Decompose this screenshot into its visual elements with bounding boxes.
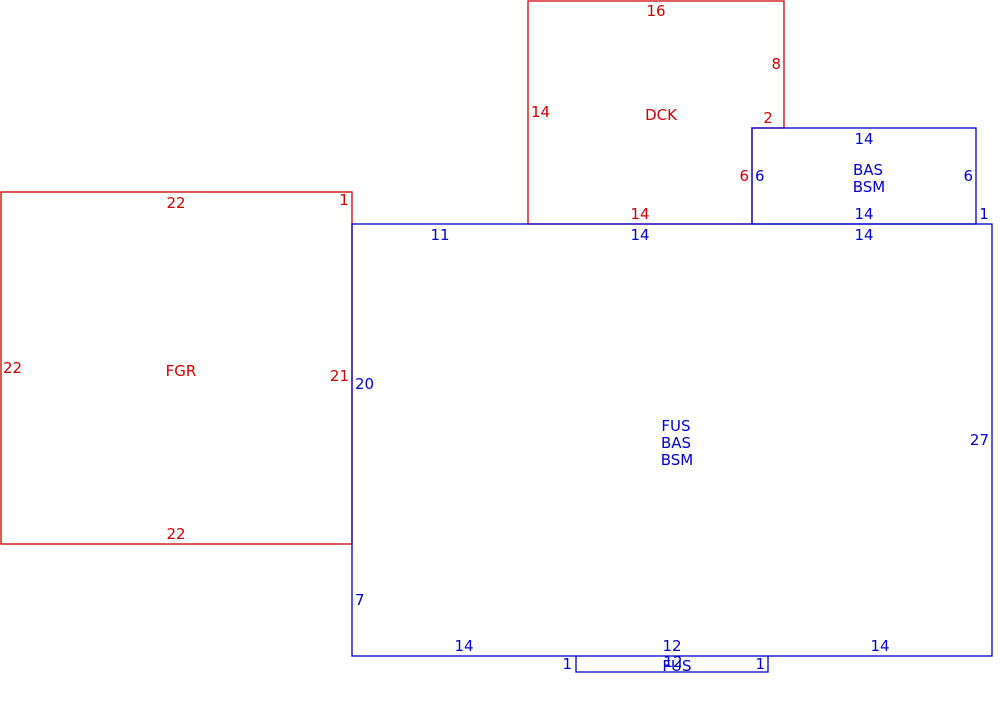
deck-dim-bottom: 14 — [630, 205, 649, 223]
garage-dim-bottom: 22 — [166, 525, 185, 543]
main-house-outline — [351, 223, 993, 657]
rear-addition-dim-left: 6 — [755, 167, 765, 185]
main-house-label-line-2: BAS — [661, 434, 691, 452]
deck-dim-step: 2 — [763, 109, 773, 127]
deck-area: DCK 16 8 2 14 6 14 — [527, 0, 785, 225]
main-house-dim-bottom-middle: 12 — [662, 637, 681, 655]
main-house-dim-top-middle: 14 — [630, 226, 649, 244]
rear-addition-dim-right: 6 — [963, 167, 973, 185]
deck-label: DCK — [645, 106, 678, 124]
garage-dim-left: 22 — [3, 359, 22, 377]
main-house-dim-top-left: 11 — [430, 226, 449, 244]
bay-dim-left: 1 — [562, 655, 572, 673]
garage-area: FGR 22 1 22 21 22 — [0, 191, 353, 545]
rear-addition-label-line-1: BAS — [853, 161, 883, 179]
main-house-area: FUS BAS BSM 11 14 14 20 7 27 14 12 14 — [351, 223, 993, 657]
garage-dim-top-right: 1 — [339, 191, 349, 209]
rear-addition-dim-ledge: 1 — [979, 205, 989, 223]
garage-dim-right: 21 — [330, 367, 349, 385]
garage-dim-top: 22 — [166, 194, 185, 212]
main-house-label-line-1: FUS — [661, 417, 690, 435]
bay-label: FUS — [662, 657, 691, 675]
bay-dim-bottom: 12 — [663, 653, 682, 671]
main-house-dim-left-lower: 7 — [355, 591, 365, 609]
rear-addition-outline — [751, 127, 977, 225]
rear-addition-dim-top: 14 — [854, 130, 873, 148]
rear-addition-dim-bottom: 14 — [854, 205, 873, 223]
deck-dim-top: 16 — [646, 2, 665, 20]
garage-label: FGR — [166, 362, 197, 380]
main-house-dim-bottom-left: 14 — [454, 637, 473, 655]
deck-dim-upper-right: 8 — [771, 55, 781, 73]
main-house-dim-top-right: 14 — [854, 226, 873, 244]
bay-area: FUS 12 1 1 — [562, 653, 769, 675]
bay-outline — [575, 656, 769, 673]
rear-addition-area: BAS BSM 14 6 6 14 1 — [751, 127, 989, 225]
deck-dim-left: 14 — [531, 103, 550, 121]
main-house-label-line-3: BSM — [661, 451, 694, 469]
main-house-dim-left-upper: 20 — [355, 375, 374, 393]
rear-addition-label-line-2: BSM — [853, 178, 886, 196]
bay-dim-right: 1 — [755, 655, 765, 673]
main-house-dim-right: 27 — [970, 431, 989, 449]
main-house-dim-bottom-right: 14 — [870, 637, 889, 655]
deck-dim-lower-right: 6 — [739, 167, 749, 185]
